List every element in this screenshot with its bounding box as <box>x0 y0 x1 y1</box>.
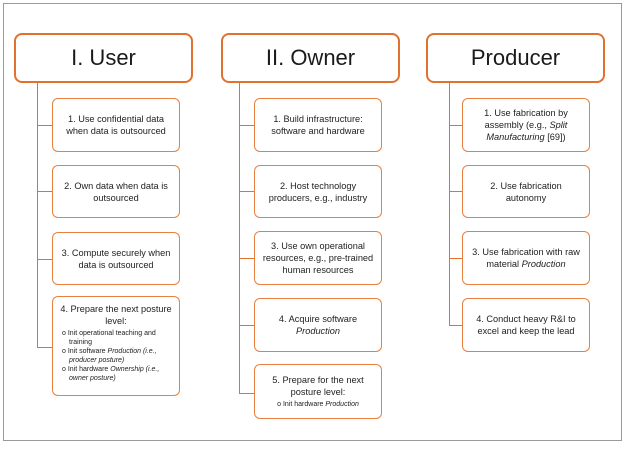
connector-producer-trunk <box>449 83 450 325</box>
owner-item-1: 1. Build infrastructure: software and ha… <box>254 98 382 152</box>
producer-item-1: 1. Use fabrication by assembly (e.g., Sp… <box>462 98 590 152</box>
connector-user-trunk <box>37 83 38 347</box>
owner-item-3-text: 3. Use own operational resources, e.g., … <box>262 241 374 275</box>
owner-item-3: 3. Use own operational resources, e.g., … <box>254 231 382 285</box>
connector-owner-5 <box>239 393 254 394</box>
owner-item-2-text: 2. Host technology producers, e.g., indu… <box>268 180 368 203</box>
connector-user-2 <box>37 191 52 192</box>
owner-item-4: 4. Acquire software Production <box>254 298 382 352</box>
user-item-2: 2. Own data when data is outsourced <box>52 165 180 218</box>
user-item-4-sublist: o Init operational teaching and training… <box>59 329 173 383</box>
header-owner: II. Owner <box>221 33 400 83</box>
connector-owner-2 <box>239 191 254 192</box>
owner-item-1-text: 1. Build infrastructure: software and ha… <box>271 114 365 136</box>
connector-producer-4 <box>449 325 462 326</box>
connector-user-1 <box>37 125 52 126</box>
owner-item-5-sub-1: o Init hardware Production <box>277 401 359 408</box>
connector-producer-1 <box>449 125 462 126</box>
producer-item-3: 3. Use fabrication with raw material Pro… <box>462 231 590 285</box>
owner-item-5-text: 5. Prepare for the next posture level: <box>272 375 364 397</box>
connector-user-3 <box>37 259 52 260</box>
connector-producer-2 <box>449 191 462 192</box>
connector-owner-4 <box>239 325 254 326</box>
user-item-4: 4. Prepare the next posture level: o Ini… <box>52 296 180 396</box>
user-item-2-text: 2. Own data when data is outsourced <box>64 180 168 203</box>
connector-owner-3 <box>239 258 254 259</box>
owner-item-2: 2. Host technology producers, e.g., indu… <box>254 165 382 218</box>
user-item-4-sub-2: o Init software Production (i.e., produc… <box>62 348 157 364</box>
user-item-4-sub-1: o Init operational teaching and training <box>62 330 156 346</box>
producer-item-4-text: 4. Conduct heavy R&I to excel and keep t… <box>476 314 576 336</box>
connector-owner-1 <box>239 125 254 126</box>
connector-producer-3 <box>449 258 462 259</box>
owner-item-5: 5. Prepare for the next posture level: o… <box>254 364 382 419</box>
diagram-frame <box>3 3 622 441</box>
owner-item-5-sublist: o Init hardware Production <box>261 400 375 409</box>
owner-item-4-text: 4. Acquire software Production <box>278 314 358 336</box>
producer-item-2: 2. Use fabrication autonomy <box>462 165 590 218</box>
producer-item-2-text: 2. Use fabrication autonomy <box>490 180 562 203</box>
connector-user-4 <box>37 347 52 348</box>
producer-item-1-text: 1. Use fabrication by assembly (e.g., Sp… <box>484 108 568 142</box>
connector-owner-trunk <box>239 83 240 393</box>
user-item-4-text: 4. Prepare the next posture level: <box>60 304 172 326</box>
user-item-3-text: 3. Compute securely when data is outsour… <box>61 247 171 270</box>
user-item-1: 1. Use confidential data when data is ou… <box>52 98 180 152</box>
producer-item-4: 4. Conduct heavy R&I to excel and keep t… <box>462 298 590 352</box>
user-item-4-sub-3: o Init hardware Ownership (i.e., owner p… <box>62 366 160 382</box>
header-producer: Producer <box>426 33 605 83</box>
header-user: I. User <box>14 33 193 83</box>
user-item-3: 3. Compute securely when data is outsour… <box>52 232 180 285</box>
producer-item-3-text: 3. Use fabrication with raw material Pro… <box>472 247 580 269</box>
user-item-1-text: 1. Use confidential data when data is ou… <box>66 114 166 136</box>
